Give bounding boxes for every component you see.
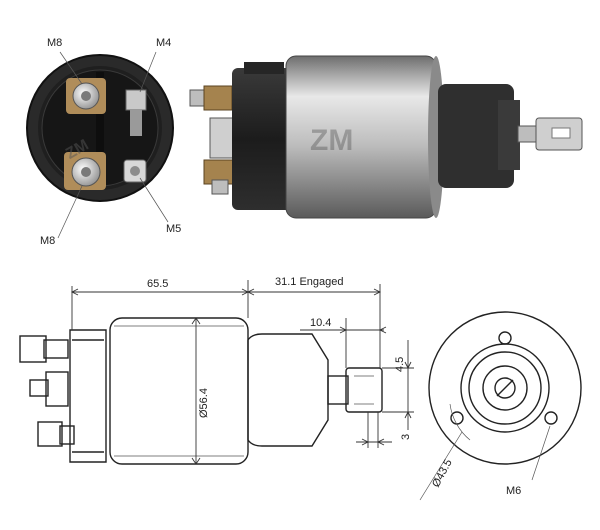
end-view-top-left-stud	[66, 78, 106, 114]
end-view-bottom-left-stud	[64, 152, 106, 190]
end-view-bottom-right-label: M5	[166, 223, 181, 235]
dim-mount-thread: M6	[506, 485, 521, 497]
dim-body-diameter: Ø56.4	[198, 388, 210, 418]
end-view-photo: ZM	[26, 51, 174, 239]
dim-stroke: 31.1 Engaged	[275, 276, 344, 288]
end-view-top-left-label: M8	[47, 37, 62, 49]
dim-mount-pcd: Ø43.5	[430, 457, 455, 489]
end-view-top-right-label: M4	[156, 37, 171, 49]
side-drawing	[19, 280, 414, 465]
end-view-bottom-right-stud	[123, 159, 147, 183]
svg-text:ZM: ZM	[310, 124, 353, 157]
dim-slot-width: 4.5	[394, 357, 406, 372]
dim-plunger-offset: 10.4	[310, 317, 331, 329]
front-drawing	[419, 311, 582, 501]
end-view-bottom-left-label: M8	[40, 235, 55, 247]
end-view-top-right-stud	[125, 89, 147, 136]
dim-body-length: 65.5	[147, 278, 168, 290]
dim-plunger-thickness: 3	[400, 434, 412, 440]
side-view-photo: ZM	[189, 55, 583, 219]
